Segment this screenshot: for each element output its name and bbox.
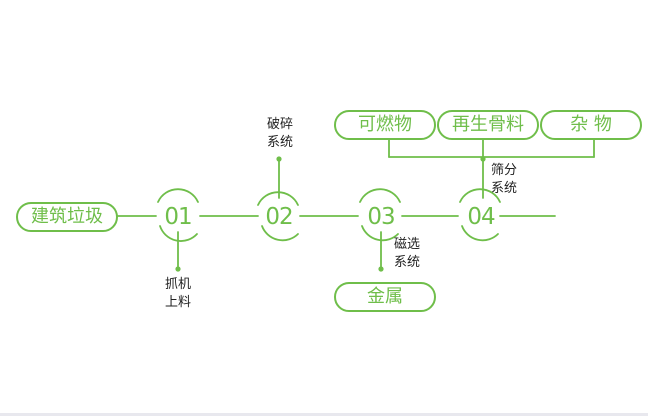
input-label: 建筑垃圾 <box>31 206 103 227</box>
node-arc-lower <box>461 225 499 242</box>
input-box-construction-waste: 建筑垃圾 <box>16 202 118 232</box>
branch-dot <box>175 266 181 272</box>
output-box-combustible: 可燃物 <box>334 110 436 140</box>
output-box-metal: 金属 <box>334 282 436 312</box>
step-number-03: 03 <box>367 204 395 230</box>
branch-dot <box>480 156 486 162</box>
branch-dot <box>276 156 282 162</box>
step-label-line: 破碎 <box>266 117 293 132</box>
step-number-01: 01 <box>164 204 192 230</box>
branch-dot <box>378 266 384 272</box>
step-label-01: 抓机 上料 <box>161 276 195 312</box>
node-arc-lower <box>361 225 399 242</box>
node-arc-lower <box>261 225 299 242</box>
output-label: 可燃物 <box>358 114 412 135</box>
step-label-03: 磁选 系统 <box>390 236 424 272</box>
step-label-line: 上料 <box>164 295 191 310</box>
step-label-line: 抓机 <box>164 277 191 292</box>
node-arc-upper <box>459 188 501 203</box>
node-arc-lower <box>159 225 198 242</box>
step-number-04: 04 <box>467 204 495 230</box>
step-number-02: 02 <box>265 204 293 230</box>
node-arc-upper <box>257 191 299 206</box>
bottom-divider <box>0 413 648 416</box>
step-label-04: 筛分 系统 <box>487 162 521 198</box>
step-label-line: 系统 <box>393 255 420 270</box>
output-box-recycled-aggregate: 再生骨料 <box>437 110 539 140</box>
node-arc-upper <box>157 188 199 203</box>
step-label-line: 磁选 <box>393 237 420 252</box>
output-label: 再生骨料 <box>452 114 524 135</box>
step-label-line: 系统 <box>266 135 293 150</box>
output-label: 杂 物 <box>570 114 612 135</box>
node-arc-upper <box>359 188 401 203</box>
step-label-line: 筛分 <box>490 163 517 178</box>
output-label: 金属 <box>367 286 403 307</box>
step-label-02: 破碎 系统 <box>263 116 297 152</box>
step-label-line: 系统 <box>490 181 517 196</box>
output-box-debris: 杂 物 <box>540 110 642 140</box>
